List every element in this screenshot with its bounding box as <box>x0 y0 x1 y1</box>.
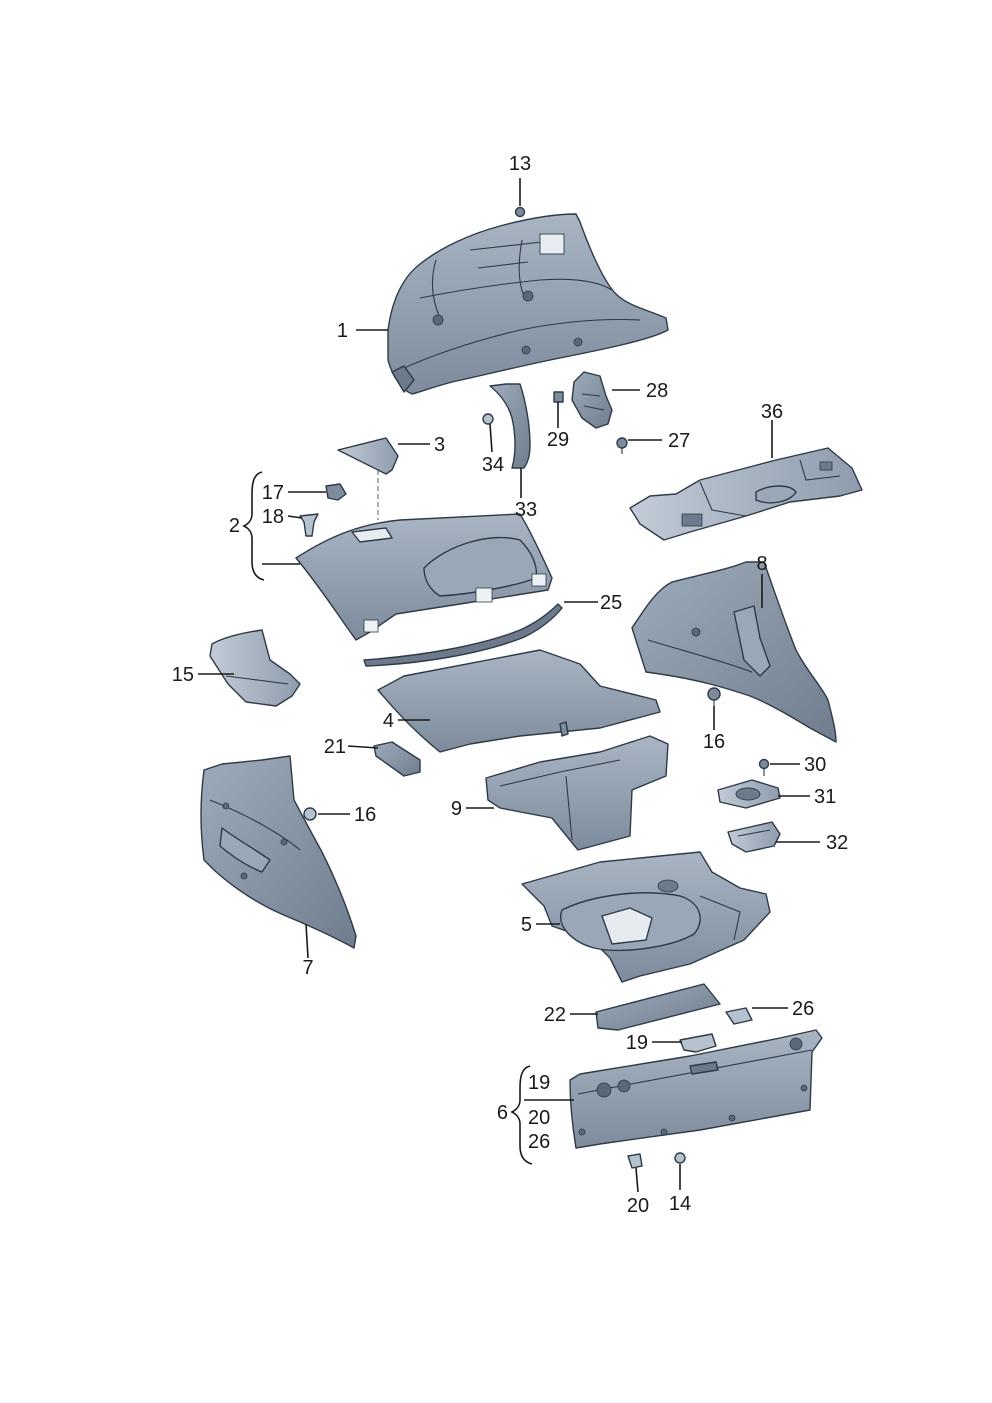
part-32-plate <box>727 821 781 853</box>
part-31-bracket <box>717 779 781 809</box>
label-32: 32 <box>826 832 848 854</box>
part-2-rear-shelf <box>295 470 553 641</box>
part-34-fastener <box>482 413 494 425</box>
label-1: 1 <box>337 320 348 342</box>
label-27: 27 <box>668 430 690 452</box>
part-7-side-trim-left <box>200 755 357 949</box>
label-20-bottom: 20 <box>627 1195 649 1217</box>
label-6-group-26: 26 <box>528 1131 550 1153</box>
brace-part-2 <box>242 471 265 581</box>
part-labels: 13 1 28 29 27 3 34 36 17 33 18 2 8 25 15… <box>172 153 849 1217</box>
label-14: 14 <box>669 1193 691 1215</box>
part-20-clip <box>627 1153 643 1169</box>
part-18-expansion-rivet <box>299 513 319 537</box>
part-22-foam-block <box>595 983 721 1031</box>
label-15: 15 <box>172 664 194 686</box>
part-16-screw-left <box>303 807 317 821</box>
label-8: 8 <box>756 553 767 575</box>
part-9-storage-tray <box>485 735 669 851</box>
label-34: 34 <box>482 454 504 476</box>
part-21-trim <box>373 741 421 777</box>
part-13-clip <box>514 206 526 218</box>
part-15-side-cover <box>209 629 301 707</box>
label-4: 4 <box>383 710 394 732</box>
label-36: 36 <box>761 401 783 423</box>
part-29-clip <box>553 391 564 403</box>
label-17: 17 <box>262 482 284 504</box>
part-17-clip <box>325 483 347 501</box>
label-16-left: 16 <box>354 804 376 826</box>
label-25: 25 <box>600 592 622 614</box>
label-13: 13 <box>509 153 531 175</box>
label-30: 30 <box>804 754 826 776</box>
label-18: 18 <box>262 506 284 528</box>
part-28-bracket <box>571 371 613 429</box>
brace-part-6 <box>510 1065 533 1165</box>
label-21: 21 <box>324 736 346 758</box>
label-31: 31 <box>814 786 836 808</box>
part-16-screw-right <box>707 687 721 706</box>
label-6-group-20: 20 <box>528 1107 550 1129</box>
label-2: 2 <box>229 515 240 537</box>
part-6-rear-trim-panel <box>569 1029 823 1149</box>
part-27-screw <box>616 437 628 454</box>
leader-lines <box>198 178 820 1193</box>
label-5: 5 <box>521 914 532 936</box>
label-6-group-19: 19 <box>528 1072 550 1094</box>
label-16-right: 16 <box>703 731 725 753</box>
part-1-trunk-lid-trim <box>387 213 669 395</box>
label-29: 29 <box>547 429 569 451</box>
part-26-clip <box>725 1007 753 1025</box>
part-3-cover <box>337 437 399 475</box>
label-7: 7 <box>302 957 313 979</box>
part-14-fastener <box>674 1152 686 1164</box>
label-28: 28 <box>646 380 668 402</box>
part-33-trim-strip <box>489 383 531 469</box>
part-8-side-trim-right <box>631 561 837 743</box>
part-25-seal-strip <box>363 603 563 667</box>
label-33: 33 <box>515 499 537 521</box>
label-22: 22 <box>544 1004 566 1026</box>
part-19-clip <box>679 1033 717 1053</box>
part-36-floor-panel <box>629 447 863 541</box>
part-5-spare-wheel-well-trim <box>521 851 771 983</box>
label-3: 3 <box>434 434 445 456</box>
part-30-screw <box>758 758 770 776</box>
label-19-top: 19 <box>626 1032 648 1054</box>
label-6: 6 <box>497 1102 508 1124</box>
label-9: 9 <box>451 798 462 820</box>
label-26-top: 26 <box>792 998 814 1020</box>
part-4-floor-mat <box>377 649 661 753</box>
